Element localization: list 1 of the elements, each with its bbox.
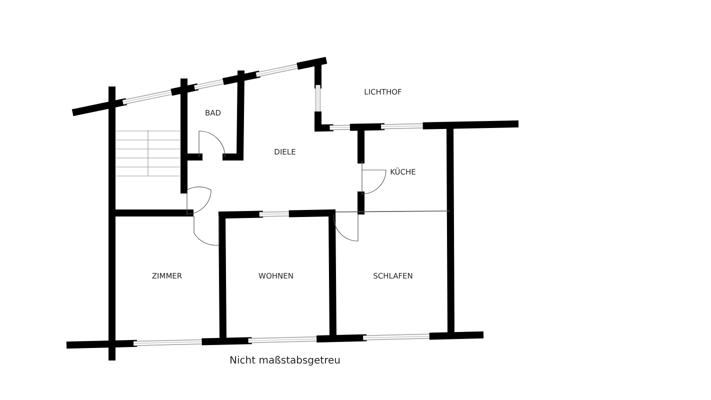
- caption: Nicht maßstabsgetreu: [230, 356, 340, 366]
